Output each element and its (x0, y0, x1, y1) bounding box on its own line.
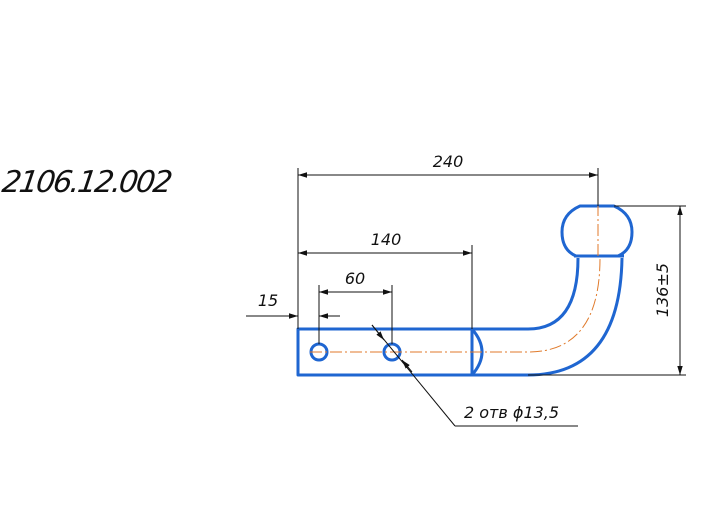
dimension-136-label: 136±5 (653, 263, 672, 317)
dimension-140-label: 140 (371, 230, 402, 249)
hole-callout: 2 отв ϕ13,5 (371, 324, 578, 427)
dimension-140: 140 (298, 230, 472, 256)
dimension-60-label: 60 (345, 269, 365, 288)
dimension-136: 136±5 (653, 206, 683, 375)
tow-ball (560, 204, 634, 258)
hole-callout-label: 2 отв ϕ13,5 (464, 403, 559, 422)
dimension-15-label: 15 (258, 291, 278, 310)
part-number: 2106.12.002 (0, 165, 175, 200)
towbar-part (296, 204, 634, 377)
extension-lines (297, 168, 686, 376)
dimension-240: 240 (298, 152, 598, 178)
dimension-60: 60 (319, 269, 392, 295)
center-lines (310, 204, 601, 353)
dimension-15: 15 (246, 291, 340, 319)
dimension-240-label: 240 (433, 152, 464, 171)
bent-bar-inner (472, 257, 580, 331)
tube-center-line (310, 257, 601, 353)
